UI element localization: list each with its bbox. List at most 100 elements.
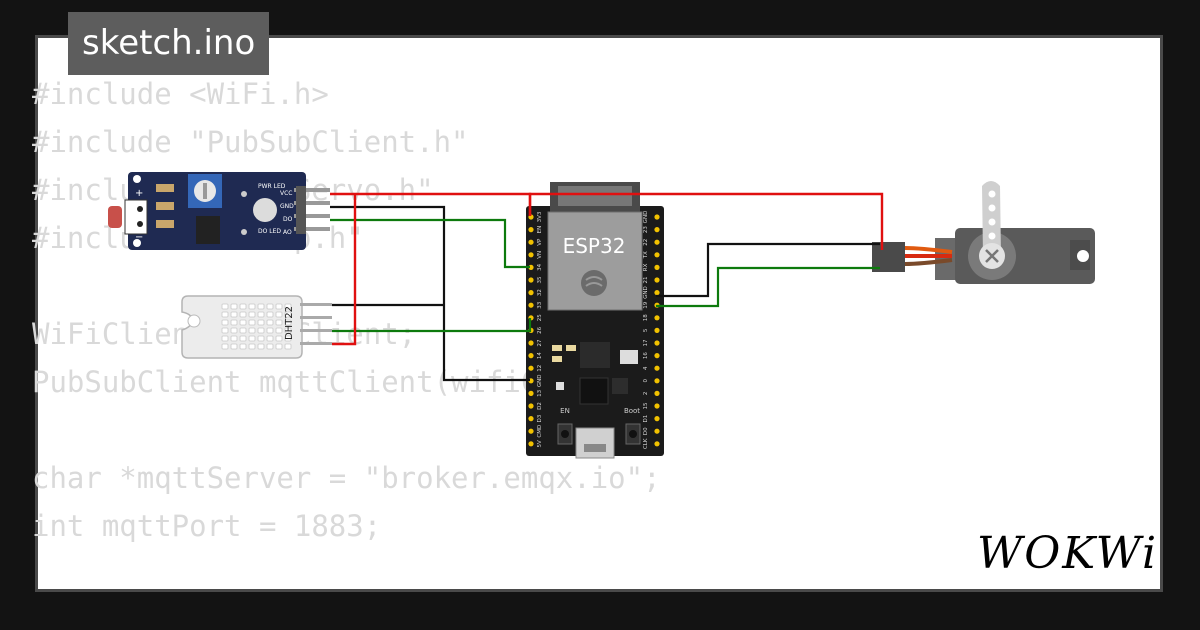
vent-hole [275,311,283,318]
header-pin[interactable] [654,214,660,220]
header-pin[interactable] [654,416,660,422]
esp32-left-header: 3V3ENVPVN343532332526271412GND13D2D3CMD5… [528,211,543,447]
header-pin[interactable] [654,353,660,359]
header-pin[interactable] [654,277,660,283]
header-pin[interactable] [654,290,660,296]
vent-hole [266,335,274,342]
wire-servo-gnd [656,242,880,298]
vent-hole [257,311,265,318]
header-pin[interactable] [528,365,534,371]
pin-label: 2 [643,392,649,396]
vent-hole [266,303,274,310]
pin-label: 17 [643,339,649,346]
pin-label: 23 [643,226,649,233]
pin-label: 15 [643,402,649,409]
pin-label: D3 [537,414,543,422]
vent-hole [221,311,229,318]
header-pin[interactable] [654,390,660,396]
vent-hole [266,311,274,318]
vent-hole [230,319,238,326]
pin-label: CMD [537,425,543,438]
header-pin[interactable] [528,277,534,283]
header-pin[interactable] [528,441,534,447]
vent-hole [221,335,229,342]
vent-hole [239,311,247,318]
header-pin[interactable] [528,290,534,296]
pin-label: 4 [643,366,649,370]
ldr-photoresistor [108,206,122,228]
vent-hole [239,319,247,326]
header-pin[interactable] [654,441,660,447]
servo-motor[interactable] [872,181,1095,284]
header-pin[interactable] [528,239,534,245]
ldr-pin-label: GND [280,203,294,210]
vent-hole [284,319,292,326]
vent-hole [275,335,283,342]
esp32-board[interactable]: ESP32 3V3ENVPVN343532332526271412GND13D2… [526,182,664,459]
vent-hole [266,319,274,326]
pin-label: GND [643,286,649,299]
pin-label: 33 [537,301,543,308]
pin-label: 22 [643,239,649,246]
vent-hole [257,319,265,326]
file-tab[interactable]: sketch.ino [68,12,270,75]
header-pin[interactable] [654,264,660,270]
vent-hole [248,303,256,310]
header-pin[interactable] [654,378,660,384]
vent-hole [257,327,265,334]
vent-hole [248,327,256,334]
wokwi-logo: WOKWi [977,528,1159,579]
pin-label: 34 [537,263,543,270]
ldr-pin-label: AO [283,229,292,236]
header-pin[interactable] [654,315,660,321]
header-pin[interactable] [528,302,534,308]
led-icon [253,198,277,222]
boot-label: Boot [624,407,640,415]
header-pin[interactable] [528,390,534,396]
header-pin[interactable] [528,340,534,346]
ldr-minus-label: − [135,232,143,243]
dht22-sensor[interactable]: DHT22 [181,295,332,359]
header-pin[interactable] [654,327,660,333]
vent-hole [230,311,238,318]
pin-label: 5 [643,328,649,332]
ldr-pin-label: DO [283,216,293,223]
header-pin[interactable] [654,365,660,371]
wire-servo-vcc [528,192,884,250]
vent-hole [239,343,247,350]
header-pin[interactable] [654,252,660,258]
header-pin[interactable] [528,428,534,434]
pin-label: 18 [643,314,649,321]
pin-label: 3V3 [537,211,543,222]
servo-horn [982,181,1001,256]
code-line: char *mqttServer = "broker.emqx.io"; [32,461,661,495]
header-pin[interactable] [654,428,660,434]
vent-hole [275,327,283,334]
header-pin[interactable] [528,227,534,233]
header-pin[interactable] [654,227,660,233]
header-pin[interactable] [654,403,660,409]
ldr-sensor-module[interactable]: + − PWR LED DO LED VCC GND DO AO [108,172,330,250]
pin-label: D1 [643,415,649,423]
vent-hole [221,319,229,326]
header-pin[interactable] [528,403,534,409]
pin-label: 26 [537,326,543,333]
vent-hole [284,311,292,318]
usb-port[interactable] [575,427,615,459]
vent-hole [257,303,265,310]
ldr-pin-label: VCC [280,190,292,197]
vent-hole [275,303,283,310]
header-pin[interactable] [528,353,534,359]
header-pin[interactable] [528,252,534,258]
wires [330,192,884,382]
vent-hole [257,343,265,350]
pin-label: GND [643,211,649,224]
pin-label: 25 [537,314,543,321]
header-pin[interactable] [654,239,660,245]
vent-hole [221,327,229,334]
vent-hole [284,335,292,342]
header-pin[interactable] [528,416,534,422]
pin-label: 12 [537,365,543,372]
header-pin[interactable] [654,340,660,346]
